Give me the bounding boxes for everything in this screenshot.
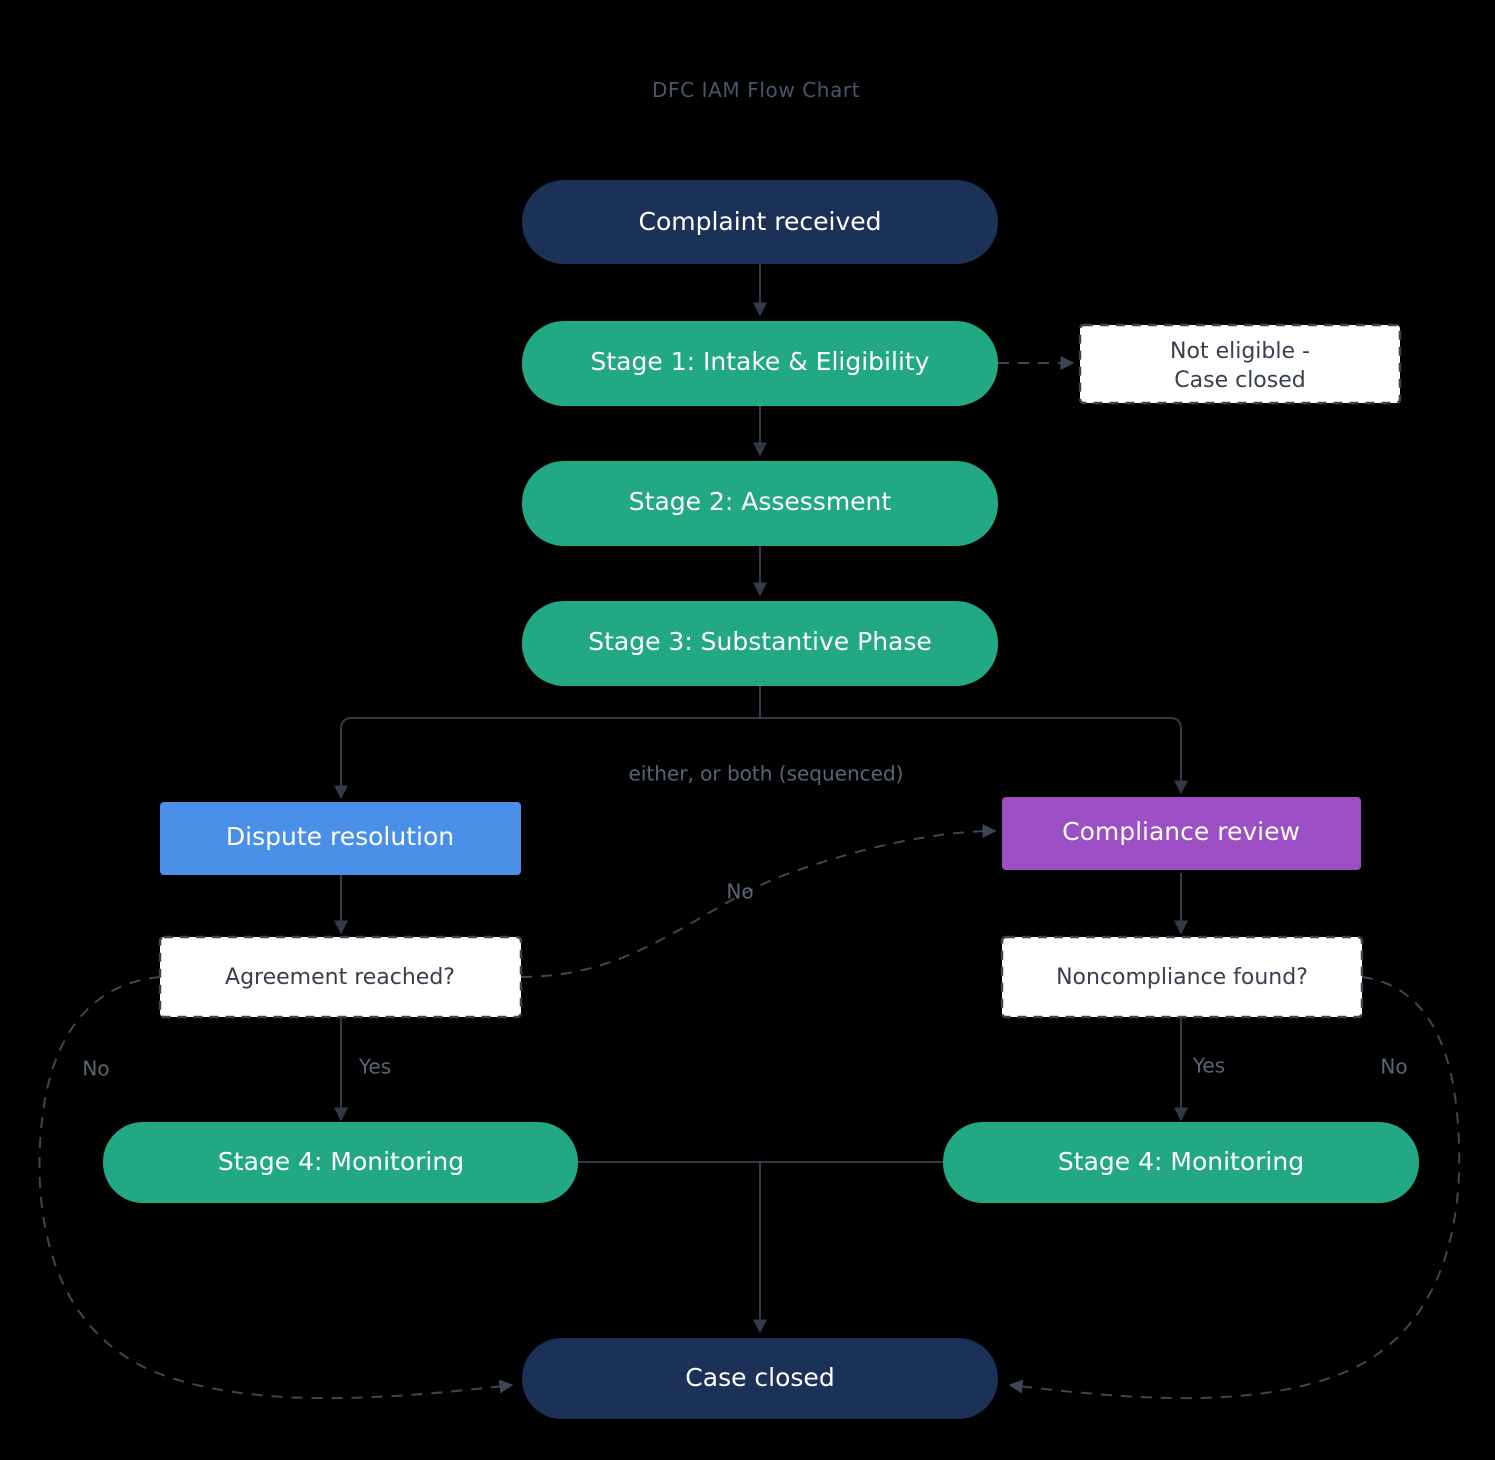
edge-label-no-outer-right: No — [1380, 1055, 1407, 1079]
node-dispute-resolution-shape — [160, 802, 521, 875]
node-complaint-received-label: Complaint received — [638, 207, 881, 236]
edge-label-yes-right: Yes — [1192, 1054, 1225, 1078]
node-stage4-left-label: Stage 4: Monitoring — [218, 1147, 464, 1176]
node-stage4-left-shape — [103, 1122, 578, 1203]
node-stage3-shape — [522, 601, 998, 686]
edge-stage3-to-dispute — [334, 717, 760, 800]
node-compliance-review-label: Compliance review — [1062, 817, 1300, 846]
node-dispute-resolution-label: Dispute resolution — [226, 822, 454, 851]
node-stage1-shape — [522, 321, 998, 406]
edge-noncompliance-no-to-case-closed — [1008, 976, 1461, 1400]
edge-stage3-to-compliance — [760, 717, 1188, 795]
node-agreement-reached-label: Agreement reached? — [225, 965, 455, 990]
node-stage3-label: Stage 3: Substantive Phase — [588, 627, 932, 656]
node-complaint-received-shape — [522, 180, 998, 264]
node-stage4-monitoring-right[interactable]: Stage 4: Monitoring — [943, 1122, 1419, 1203]
edge-label-fork: either, or both (sequenced) — [629, 762, 904, 786]
node-stage1-label: Stage 1: Intake & Eligibility — [591, 347, 930, 376]
node-not-eligible-shape — [1078, 323, 1402, 405]
node-case-closed[interactable]: Case closed — [522, 1338, 998, 1419]
node-not-eligible-label-line2: Case closed — [1174, 368, 1305, 393]
node-not-eligible[interactable]: Not eligible - Case closed — [1078, 323, 1402, 405]
node-stage4-monitoring-left[interactable]: Stage 4: Monitoring — [103, 1122, 578, 1203]
node-stage3[interactable]: Stage 3: Substantive Phase — [522, 601, 998, 686]
node-compliance-review[interactable]: Compliance review — [1002, 797, 1361, 870]
node-stage2-shape — [522, 461, 998, 546]
node-complaint-received[interactable]: Complaint received — [522, 180, 998, 264]
node-stage2-label: Stage 2: Assessment — [629, 487, 892, 516]
node-not-eligible-label-line1: Not eligible - — [1170, 339, 1310, 364]
node-stage4-right-shape — [943, 1122, 1419, 1203]
edge-label-yes-left: Yes — [358, 1055, 391, 1079]
node-noncompliance-found-decision[interactable]: Noncompliance found? — [1000, 935, 1364, 1019]
page-title: DFC IAM Flow Chart — [652, 78, 860, 102]
node-stage4-right-label: Stage 4: Monitoring — [1058, 1147, 1304, 1176]
edge-agreement-no-to-compliance — [520, 824, 997, 978]
node-case-closed-shape — [522, 1338, 998, 1419]
node-dispute-resolution[interactable]: Dispute resolution — [160, 802, 521, 875]
node-compliance-review-shape — [1002, 797, 1361, 870]
edge-label-no-cross: No — [726, 880, 753, 904]
node-noncompliance-found-label: Noncompliance found? — [1056, 965, 1308, 990]
edge-agreement-no-to-case-closed — [38, 976, 514, 1400]
node-noncompliance-found-shape — [1000, 935, 1364, 1019]
node-stage1[interactable]: Stage 1: Intake & Eligibility — [522, 321, 998, 406]
node-agreement-reached-shape — [158, 935, 523, 1019]
node-agreement-reached-decision[interactable]: Agreement reached? — [158, 935, 523, 1019]
edge-label-no-outer-left: No — [82, 1057, 109, 1081]
node-case-closed-label: Case closed — [685, 1363, 834, 1392]
node-stage2[interactable]: Stage 2: Assessment — [522, 461, 998, 546]
